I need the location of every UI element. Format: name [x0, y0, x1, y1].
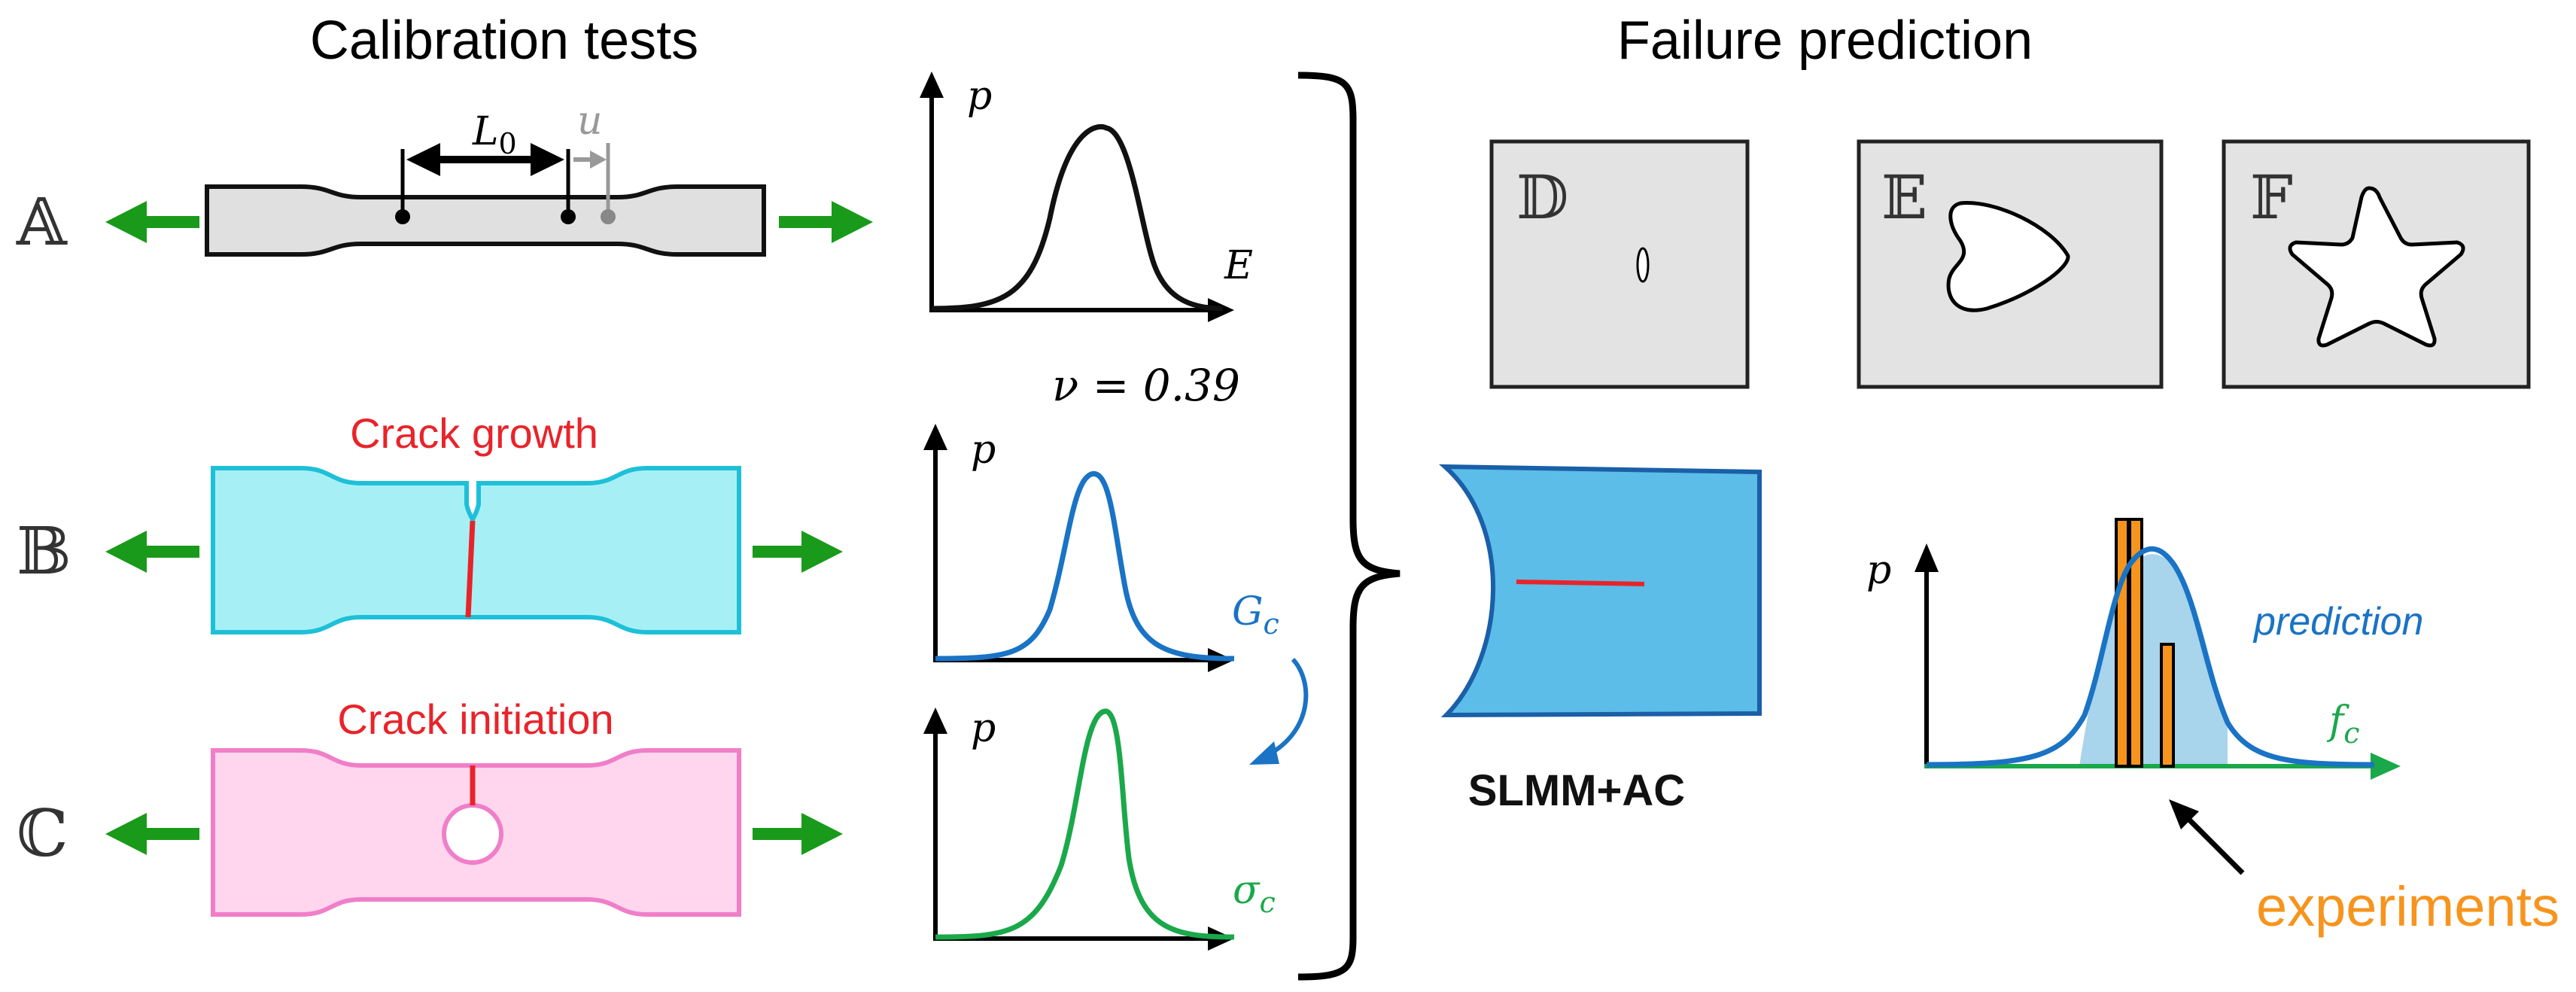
pull-arrow-left-icon [105, 813, 199, 855]
result-x-label: fc [2326, 698, 2360, 750]
gauge-point-right [561, 209, 576, 224]
experiment-bar-1 [2115, 518, 2130, 768]
plot-sigma-x-label: σc [1233, 868, 1276, 919]
plot-gc: p Gc [923, 424, 1279, 672]
test-a: 𝔸 L0 u [16, 99, 873, 260]
test-b: 𝔹 Crack growth [17, 409, 843, 634]
specimen-e-letter: 𝔼 [1881, 163, 1927, 233]
model-label: SLMM+AC [1468, 766, 1685, 815]
plot-sigma-curve [935, 708, 1235, 940]
pull-arrow-left-icon [105, 201, 199, 243]
plot-sigma: p σc [923, 706, 1276, 951]
slmm-ac-model: SLMM+AC [1438, 464, 1762, 815]
plot-e-curve [931, 124, 1224, 312]
test-b-letter: 𝔹 [17, 514, 71, 589]
specimen-a [205, 184, 766, 257]
pull-arrow-right-icon [753, 531, 843, 573]
prediction-label: prediction [2252, 600, 2423, 644]
result-x-arrow-icon [2371, 753, 2401, 780]
crack-growth-caption: Crack growth [350, 409, 598, 457]
plot-e-x-label: E [1224, 243, 1253, 288]
grouping-brace [1297, 72, 1401, 981]
specimen-e-hole [1946, 201, 2070, 312]
crack-b [465, 520, 476, 618]
test-a-letter: 𝔸 [16, 185, 68, 260]
specimen-f-letter: 𝔽 [2250, 163, 2293, 233]
model-crack [1516, 580, 1645, 586]
calibration-heading: Calibration tests [310, 11, 698, 71]
specimen-b [211, 466, 741, 634]
prediction-curve [1926, 546, 2375, 768]
gauge-point-displaced [601, 209, 616, 224]
test-c-letter: ℂ [17, 796, 68, 872]
result-y-arrow-icon [1915, 543, 1939, 572]
displacement-label: u [577, 99, 603, 144]
specimen-d-flaw [1636, 247, 1650, 283]
plot-e-y-label: p [967, 74, 992, 119]
transfer-arrow-icon [1249, 657, 1309, 765]
specimen-f: 𝔽 [2222, 139, 2531, 389]
experiments-label: experiments [2256, 875, 2559, 938]
crack-initiation-caption: Crack initiation [337, 695, 613, 743]
gauge-length-arrow-icon [406, 143, 564, 176]
failure-heading: Failure prediction [1617, 11, 2033, 71]
gauge-point-left [395, 209, 410, 224]
plot-e: p E [920, 72, 1253, 322]
plot-gc-curve [935, 471, 1235, 662]
plot-gc-y-label: p [971, 428, 996, 473]
specimen-d: 𝔻 [1489, 139, 1750, 389]
plot-gc-x-label: Gc [1232, 589, 1279, 641]
test-c: ℂ Crack initiation [17, 695, 843, 917]
specimen-e: 𝔼 [1857, 139, 2164, 389]
pull-arrow-right-icon [779, 201, 873, 243]
pull-arrow-left-icon [105, 531, 199, 573]
specimen-f-hole [2288, 186, 2465, 348]
experiment-bar-3 [2160, 643, 2175, 768]
pull-arrow-right-icon [753, 813, 843, 855]
experiment-bar-2 [2128, 518, 2143, 768]
result-plot: p fc prediction experiments [1866, 518, 2559, 938]
hole-c [442, 803, 503, 865]
plot-e-y-arrow-icon [920, 72, 944, 98]
displacement-arrow-icon [573, 151, 607, 169]
gauge-length-label: L0 [472, 109, 517, 160]
experiments-pointer-arrow-icon [2169, 799, 2245, 875]
plot-sigma-y-arrow-icon [923, 707, 947, 734]
result-y-label: p [1866, 548, 1891, 593]
poisson-ratio: ν = 0.39 [1052, 360, 1240, 411]
plot-gc-y-arrow-icon [923, 424, 947, 450]
specimen-d-letter: 𝔻 [1516, 163, 1568, 233]
plot-sigma-y-label: p [971, 706, 996, 751]
